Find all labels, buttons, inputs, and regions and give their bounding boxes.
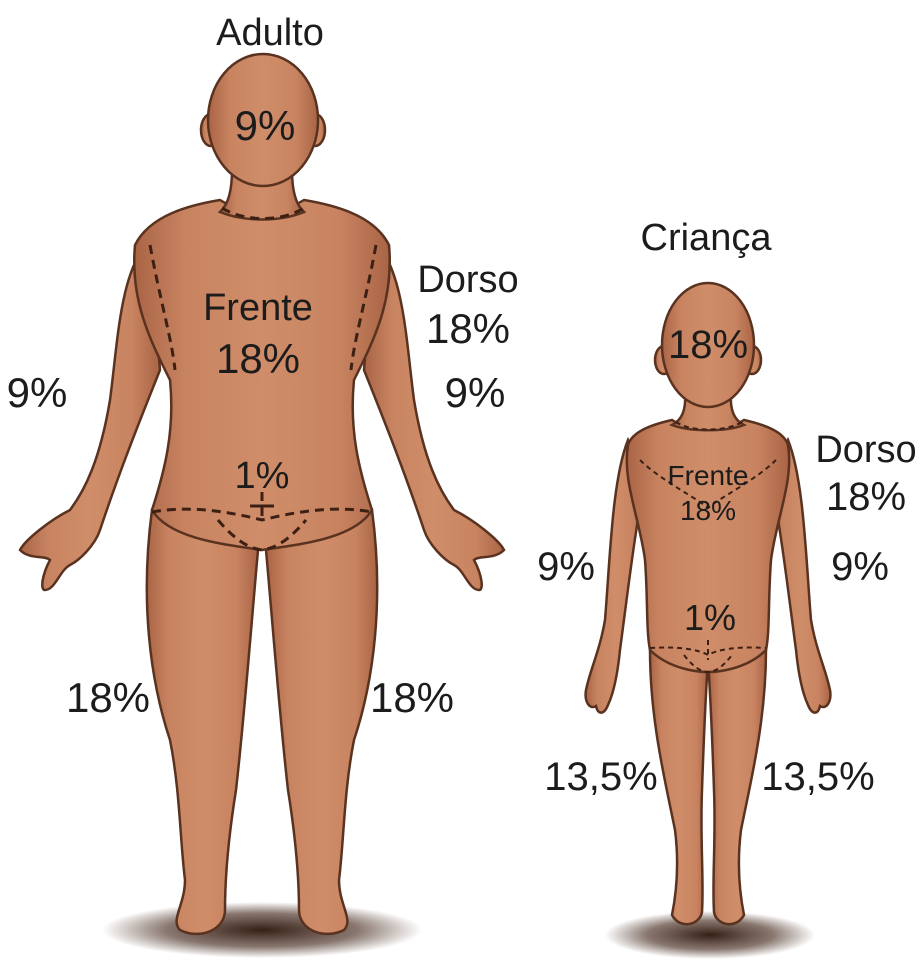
child-front-percent: 18% — [680, 495, 736, 526]
adult-back-label: Dorso — [417, 259, 518, 301]
child-left-leg — [650, 650, 708, 924]
child-left-arm-percent: 9% — [537, 545, 595, 589]
adult-back-percent: 18% — [426, 305, 510, 352]
child-title: Criança — [641, 217, 773, 259]
adult-genitals-percent: 1% — [235, 455, 290, 497]
adult-left-leg-percent: 18% — [66, 674, 150, 721]
child-right-arm-percent: 9% — [831, 545, 889, 589]
child-right-leg — [708, 650, 766, 924]
adult-floor-shadow — [102, 902, 422, 958]
child-left-leg-percent: 13,5% — [544, 755, 657, 799]
child-back-label: Dorso — [815, 429, 916, 471]
adult-right-leg — [266, 510, 377, 934]
child-right-leg-percent: 13,5% — [761, 755, 874, 799]
child-back-percent: 18% — [826, 475, 906, 519]
adult-front-label: Frente — [203, 287, 313, 329]
child-floor-shadow — [605, 911, 815, 959]
adult-right-leg-percent: 18% — [370, 674, 454, 721]
adult-right-arm-percent: 9% — [445, 369, 506, 416]
adult-head-percent: 9% — [235, 102, 296, 149]
adult-left-leg — [147, 510, 258, 934]
child-head-percent: 18% — [668, 323, 748, 367]
adult-title: Adulto — [216, 12, 324, 54]
child-genitals-percent: 1% — [684, 597, 736, 638]
adult-front-percent: 18% — [216, 335, 300, 382]
child-front-label: Frente — [668, 460, 749, 491]
adult-left-arm-percent: 9% — [7, 369, 68, 416]
